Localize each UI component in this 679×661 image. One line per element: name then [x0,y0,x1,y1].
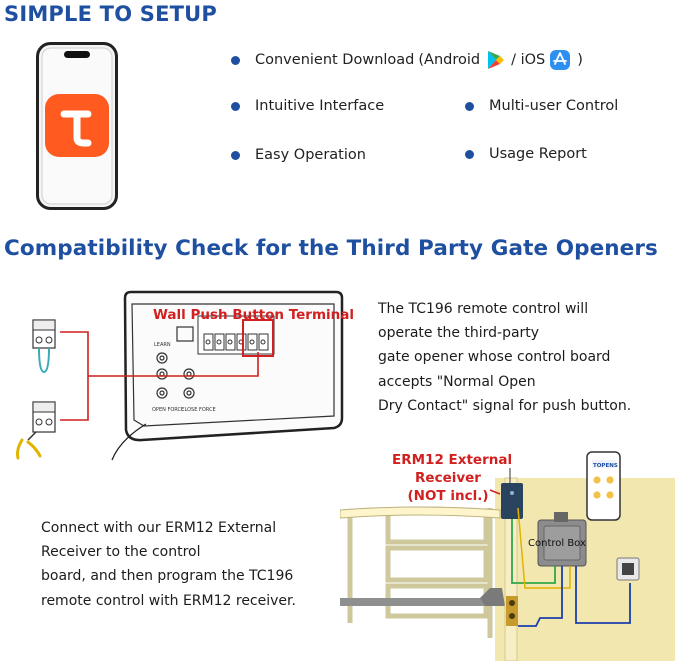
feature-interface: Intuitive Interface [231,98,384,114]
close-force-label: CLOSE FORCE [181,407,216,413]
compat-description-line: The TC196 remote control will [378,301,589,317]
bullet-icon [231,101,240,111]
google-play-icon [488,51,505,69]
compat-description-line: Dry Contact" signal for push button. [378,397,632,414]
wall-push-button-label: Wall Push Button Terminal [153,307,354,323]
gate-arm [340,598,495,606]
erm12-label-line: ERM12 External [392,452,513,468]
red-wiring [60,331,259,421]
bullet-icon [231,150,240,160]
compat-title: Compatibility Check for the Third Party … [4,236,658,261]
control-board-outline [123,290,344,442]
feature-download-label: Convenient Download [255,52,415,68]
erm12-label: ERM12 External Receiver (NOT incl.) [392,451,513,505]
learn-label: LEARN [154,342,171,348]
feature-download: Convenient Download (Android / iOS ) [231,49,583,71]
compat-description-line: operate the third-party [378,325,540,342]
green-wire [511,519,556,584]
feature-interface-label: Intuitive Interface [255,98,385,114]
erm12-description-line: board, and then program the TC196 [41,568,294,585]
bullet-icon [231,55,240,65]
feature-multiuser: Multi-user Control [465,98,618,114]
feature-report-label: Usage Report [489,146,587,162]
bullet-icon [465,101,474,111]
terminal-block [197,315,275,355]
compat-description-line: gate opener whose control board [378,349,611,366]
feature-download-open: (Android [418,52,481,68]
erm12-receiver-icon [501,483,523,519]
connector-bottom-icon [16,401,56,460]
setup-title: SIMPLE TO SETUP [4,2,217,26]
open-force-label: OPEN FORCE [152,407,184,413]
feature-operation: Easy Operation [231,147,366,163]
gate-fence [347,508,493,638]
control-box-icon [537,512,587,567]
gate-panel [495,478,675,661]
erm12-description: Connect with our ERM12 External Receiver… [41,516,296,613]
bullet-icon [465,149,474,159]
blue-wire-1 [518,566,563,627]
erm12-label-line: Receiver [415,470,481,486]
compat-description: The TC196 remote control will operate th… [378,297,631,418]
feature-multiuser-label: Multi-user Control [489,98,619,114]
compat-description-line: accepts "Normal Open [378,373,536,390]
erm12-label-line: (NOT incl.) [407,488,489,504]
smartphone-icon: TOPENS [586,451,621,521]
gate-opener-motor [480,588,505,606]
erm12-description-line: Connect with our ERM12 External [41,520,277,536]
wall-outlet-icon [616,557,640,581]
control-board-diagram: LEARN OPEN FORCE CLOSE FORCE [16,290,344,461]
tuya-phone-icon [36,42,118,210]
blue-wire-2 [575,566,631,624]
erm12-description-line: remote control with ERM12 receiver. [41,592,296,609]
feature-operation-label: Easy Operation [255,147,366,163]
connector-top-icon [32,319,56,374]
feature-download-close: ) [577,52,583,68]
feature-download-sep: / iOS [511,52,546,68]
app-store-icon [550,50,571,70]
erm12-description-line: Receiver to the control [41,544,201,561]
control-box-label: Control Box [528,538,586,549]
phone-brand-label: TOPENS [593,463,618,469]
gate-installation-illustration: Control Box TOPENS [340,451,675,661]
feature-report: Usage Report [465,146,587,162]
